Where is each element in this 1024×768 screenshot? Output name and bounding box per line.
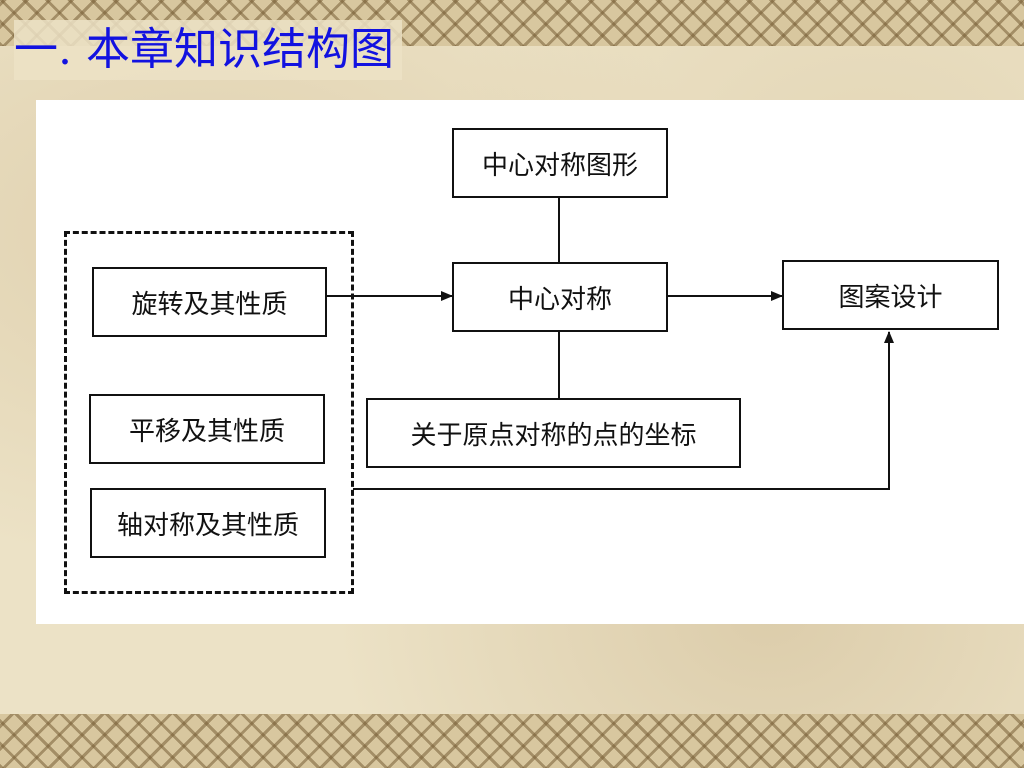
node-central-symmetry: 中心对称 xyxy=(452,262,668,332)
transformation-group xyxy=(64,231,354,594)
node-origin-symmetric-coords: 关于原点对称的点的坐标 xyxy=(366,398,741,468)
bottom-decorative-border xyxy=(0,714,1024,768)
node-pattern-design: 图案设计 xyxy=(782,260,999,330)
diagram-connectors xyxy=(326,198,894,490)
node-central-symmetric-figure: 中心对称图形 xyxy=(452,128,668,198)
arrow-group-to-pattern xyxy=(353,331,894,490)
slide-title: 一. 本章知识结构图 xyxy=(14,20,402,80)
node-axial-symmetry: 轴对称及其性质 xyxy=(90,488,326,558)
node-translation: 平移及其性质 xyxy=(89,394,325,464)
diagram-panel: 中心对称图形 中心对称 图案设计 旋转及其性质 平移及其性质 轴对称及其性质 关… xyxy=(36,100,1024,624)
node-rotation: 旋转及其性质 xyxy=(92,267,327,337)
